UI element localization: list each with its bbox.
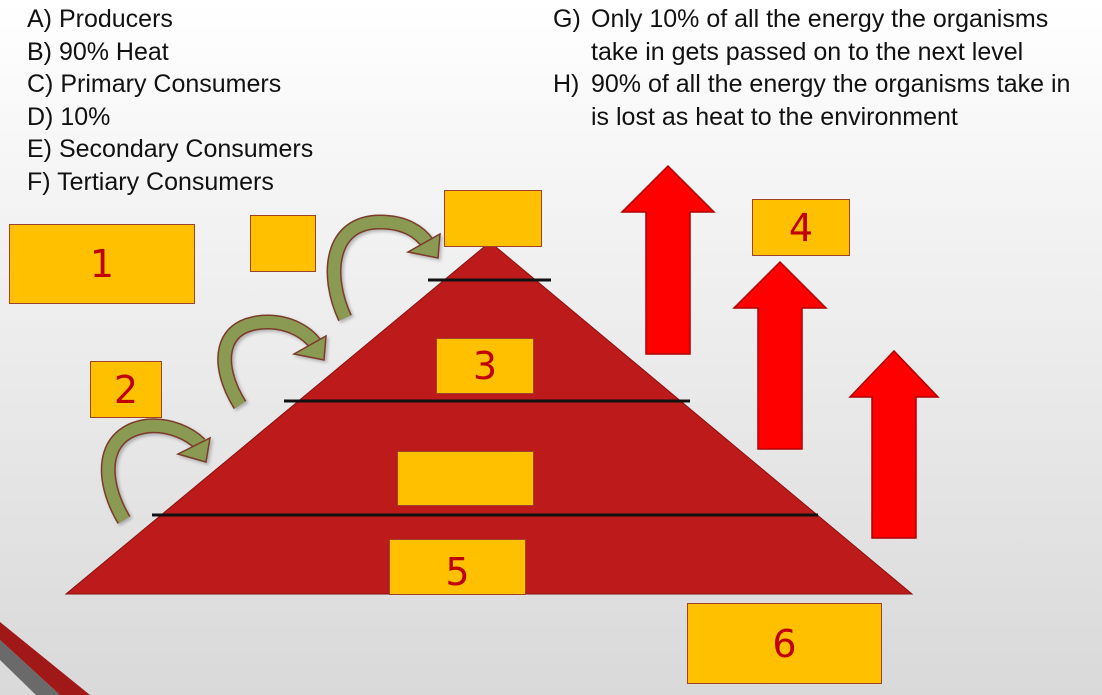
heat-arrow-3: [848, 349, 940, 539]
legend-item-c: C) Primary Consumers: [27, 70, 282, 98]
answer-box-2[interactable]: 2: [90, 361, 162, 418]
answer-box-level2[interactable]: [397, 451, 534, 506]
legend-item-d: D) 10%: [27, 102, 111, 131]
legend-left: A) Producers B) 90% Heat C) Primary Cons…: [27, 3, 313, 198]
energy-transfer-arrow-3: [326, 214, 441, 322]
legend-item-a: A) Producers: [27, 5, 173, 33]
legend-item-b: B) 90% Heat: [27, 37, 169, 66]
answer-box-apex[interactable]: [444, 190, 542, 247]
legend-item-f: F) Tertiary Consumers: [27, 167, 274, 196]
answer-box-6[interactable]: 6: [687, 603, 882, 684]
answer-box-5[interactable]: 5: [389, 539, 526, 595]
heat-arrow-2: [732, 260, 828, 450]
legend-item-h: H)90% of all the energy the organisms ta…: [553, 70, 1071, 131]
answer-box-4[interactable]: 4: [752, 199, 850, 256]
energy-transfer-arrow-1: [100, 418, 211, 524]
answer-box-1[interactable]: 1: [9, 224, 195, 304]
answer-box-small-top[interactable]: [250, 215, 316, 272]
legend-right: G)Only 10% of all the energy the organis…: [553, 3, 1093, 133]
heat-arrow-1: [620, 164, 716, 355]
answer-box-3[interactable]: 3: [436, 338, 534, 394]
legend-item-g: G)Only 10% of all the energy the organis…: [553, 5, 1049, 66]
energy-transfer-arrow-2: [217, 314, 327, 409]
legend-item-e: E) Secondary Consumers: [27, 135, 314, 163]
